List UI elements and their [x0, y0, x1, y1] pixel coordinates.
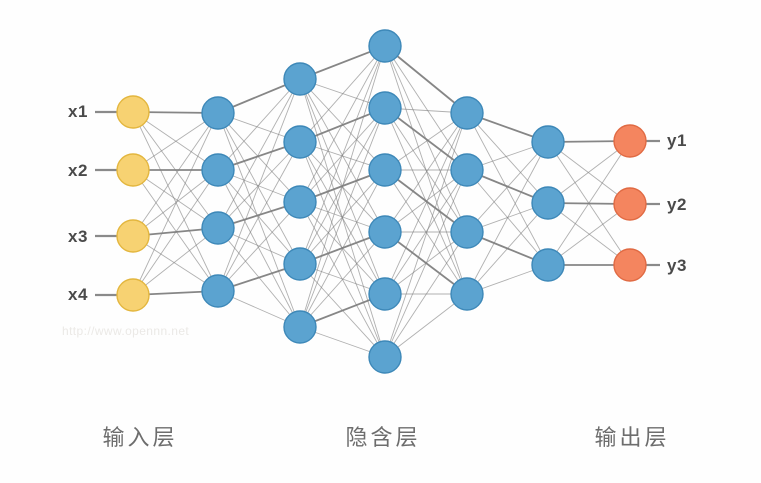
connection-line [466, 112, 549, 204]
connection-line [217, 112, 301, 203]
connection-line [466, 141, 549, 233]
connection-line [132, 169, 219, 296]
neuron-node-hidden-4 [201, 274, 235, 308]
connection-line [299, 169, 386, 328]
neuron-node-hidden-1 [283, 62, 317, 96]
connection-line [384, 112, 468, 358]
io-stub-lines [95, 110, 660, 297]
neuron-node-hidden-5 [283, 310, 317, 344]
connection-line [547, 203, 631, 266]
connection-line [132, 112, 219, 171]
neuron-node-hidden-1 [201, 96, 235, 130]
connection-line [384, 45, 468, 171]
connection-line [299, 45, 386, 143]
neuron-node-output-1 [613, 124, 647, 158]
connection-line [384, 231, 468, 358]
connection-line [384, 107, 468, 171]
connection-line [217, 201, 301, 292]
input-label-x1: x1 [68, 102, 88, 121]
connection-line [132, 227, 219, 296]
connection-line [547, 140, 631, 204]
layer-caption-2: 隐含层 [345, 426, 421, 451]
connection-line [132, 111, 219, 292]
connection-line [466, 112, 549, 266]
connection-line [217, 141, 301, 292]
connection-line [132, 112, 219, 296]
connection-line [217, 78, 301, 292]
neuron-node-hidden-5 [368, 277, 402, 311]
connection-line [299, 141, 386, 358]
output-label-y1: y1 [667, 131, 687, 150]
connection-line [217, 112, 301, 328]
connection-line [466, 141, 549, 295]
neuron-node-hidden-4 [283, 247, 317, 281]
connection-line [132, 169, 219, 292]
neuron-node-hidden-4 [368, 215, 402, 249]
layer-caption-3: 输出层 [594, 426, 670, 451]
neuron-node-hidden-3 [368, 153, 402, 187]
neuron-node-hidden-3 [201, 211, 235, 245]
input-label-x2: x2 [68, 161, 88, 180]
neuron-node-output-2 [613, 187, 647, 221]
neuron-node-output-3 [613, 248, 647, 282]
connection-line [132, 169, 219, 229]
connection-line [384, 45, 468, 114]
neuron-node-input-4 [116, 278, 150, 312]
neuron-node-hidden-2 [450, 153, 484, 187]
neuron-node-hidden-3 [283, 185, 317, 219]
connection-line [547, 141, 631, 205]
connection-line [384, 293, 468, 358]
connection-line [384, 169, 468, 358]
connection-line [217, 112, 301, 265]
neuron-node-hidden-2 [368, 91, 402, 125]
neuron-node-input-2 [116, 153, 150, 187]
connection-line [547, 140, 631, 266]
connection-line [299, 231, 386, 328]
connection-line [299, 45, 386, 265]
neuron-node-hidden-1 [368, 29, 402, 63]
connection-line [299, 45, 386, 328]
neuron-node-input-3 [116, 219, 150, 253]
neuron-node-hidden-1 [531, 125, 565, 159]
connection-line [384, 169, 468, 233]
connection-line [132, 235, 219, 292]
connection-line [384, 112, 468, 233]
neuron-node-hidden-1 [450, 96, 484, 130]
output-label-y3: y3 [667, 256, 687, 275]
connection-line [217, 169, 301, 328]
input-label-x4: x4 [68, 285, 88, 304]
connection-line [217, 78, 301, 229]
connection-line [132, 112, 219, 237]
neuron-node-hidden-2 [283, 125, 317, 159]
neuron-node-hidden-2 [531, 186, 565, 220]
layer-caption-1: 输入层 [102, 426, 178, 451]
neuron-node-hidden-3 [531, 248, 565, 282]
connection-line [299, 45, 386, 203]
neuron-node-input-1 [116, 95, 150, 129]
connection-line [384, 112, 468, 295]
neuron-node-hidden-2 [201, 153, 235, 187]
input-label-x3: x3 [68, 227, 88, 246]
connection-line [466, 202, 549, 295]
watermark-text: http://www.opennn.net [62, 324, 190, 338]
connection-line [299, 107, 386, 328]
neuron-node-hidden-3 [450, 215, 484, 249]
connection-line [384, 169, 468, 295]
network-nodes [116, 29, 647, 374]
output-label-y2: y2 [667, 195, 687, 214]
connection-line [217, 78, 301, 171]
neuron-node-hidden-6 [368, 340, 402, 374]
neuron-node-hidden-4 [450, 277, 484, 311]
